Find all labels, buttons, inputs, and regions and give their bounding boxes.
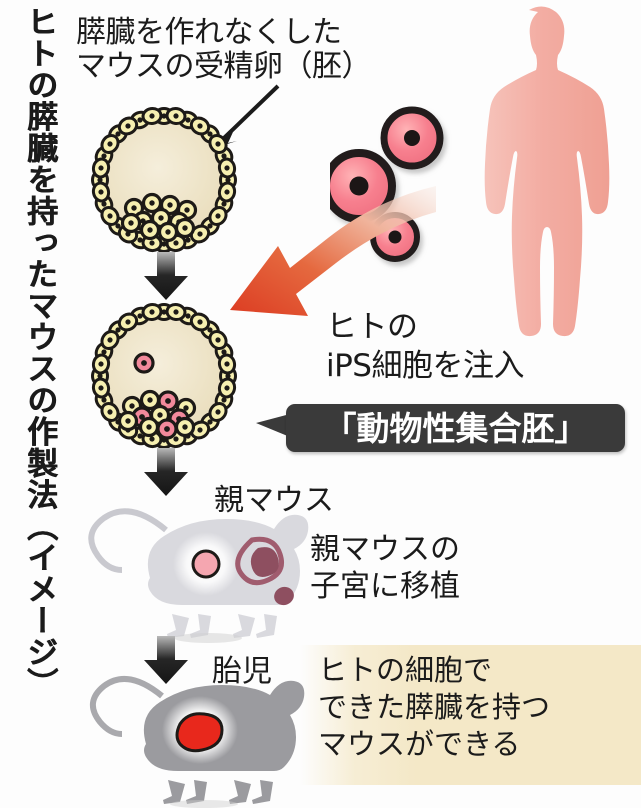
down-arrow-icon [144,252,188,300]
embryo-caption: 膵臓を作れなくした マウスの受精卵（胚） [76,15,372,84]
ips-injection-text: ヒトの iPS細胞を注入 [326,309,524,384]
fetus-label: 胎児 [212,654,272,689]
ips-cell-group [330,106,444,262]
ips-cell-icon [380,106,444,170]
blastocyst-icon [90,105,238,254]
parent-mouse-label: 親マウス [214,483,334,518]
chimeric-blastocyst-icon [90,301,238,450]
down-arrow-icon [144,448,188,496]
curved-red-arrow-icon [230,186,436,316]
human-silhouette-icon [484,6,610,337]
result-text: ヒトの細胞で できた膵臓を持つ マウスができる [318,653,551,762]
down-arrow-icon [144,636,188,684]
result-panel [300,645,641,785]
transplant-text: 親マウスの 子宮に移植 [310,532,460,605]
page-title: ヒトの膵臓を持ったマウスの作製法（イメージ） [21,6,57,699]
badge-tail [256,414,290,437]
badge-label: 「動物性集合胚」 [323,408,588,448]
parent-mouse-icon [88,508,309,643]
status-badge: 「動物性集合胚」 [286,404,625,452]
fetus-mouse-icon [90,676,305,808]
